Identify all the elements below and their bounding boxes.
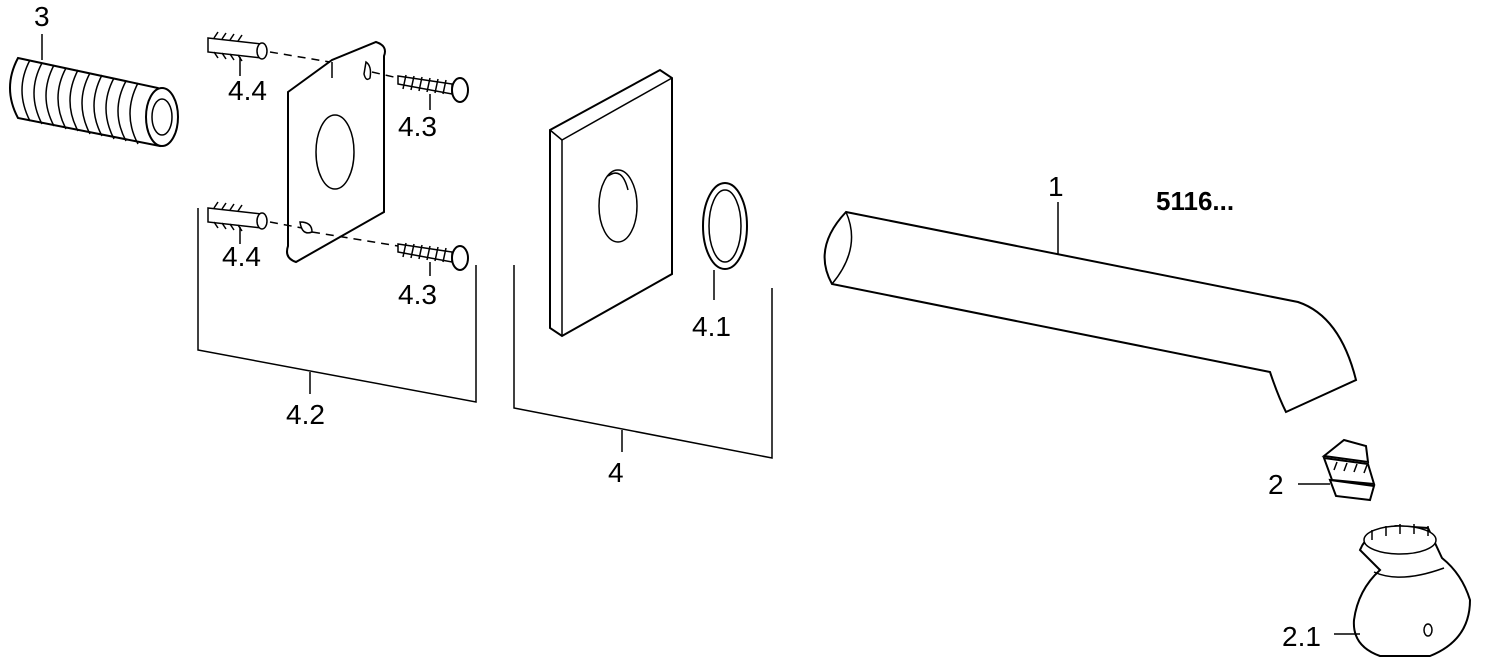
label-aerator: 2 — [1268, 469, 1284, 500]
bracket-mounting-set — [197, 208, 477, 403]
screw-bottom — [311, 231, 469, 276]
aerator-cap-part — [1334, 524, 1472, 657]
label-spout: 1 — [1048, 171, 1064, 202]
extension-sleeve-part — [9, 34, 179, 148]
label-mounting-set: 4.2 — [286, 399, 325, 430]
label-screw-top: 4.3 — [398, 111, 437, 142]
bracket-rosette-set — [513, 265, 773, 459]
label-rosette-set: 4 — [608, 457, 624, 488]
label-o-ring: 4.1 — [692, 311, 731, 342]
label-aerator-cap: 2.1 — [1282, 621, 1321, 652]
rosette-plate-part — [549, 68, 673, 338]
o-ring-part — [702, 182, 748, 300]
model-code: 5116... — [1156, 186, 1234, 216]
label-dowel-bottom: 4.4 — [222, 241, 261, 272]
label-sleeve: 3 — [34, 1, 50, 32]
label-screw-bottom: 4.3 — [398, 279, 437, 310]
screw-top — [371, 71, 469, 110]
mounting-plate-part — [286, 40, 386, 264]
wall-plug-bottom — [207, 201, 303, 244]
aerator-part — [1298, 438, 1376, 502]
label-dowel-top: 4.4 — [228, 75, 267, 106]
wall-plug-top — [207, 31, 331, 76]
spout-part — [823, 202, 1358, 414]
